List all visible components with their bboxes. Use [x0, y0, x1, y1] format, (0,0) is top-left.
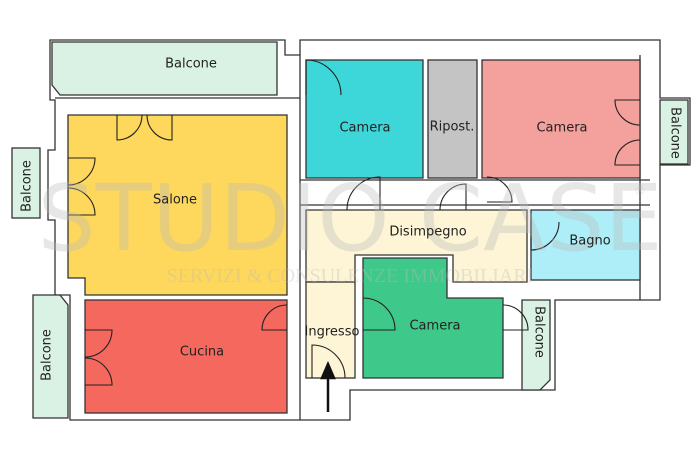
door-icon — [486, 176, 513, 203]
door-icon — [311, 344, 346, 379]
label-balcone-right-bottom: Balcone — [532, 306, 547, 358]
label-balcone-left-bottom: Balcone — [40, 329, 55, 381]
room-camera-teal — [305, 59, 424, 179]
label-ingresso: Ingresso — [305, 325, 360, 340]
door-icon — [305, 59, 342, 96]
door-icon — [362, 297, 396, 331]
doors — [67, 59, 641, 386]
room-balcone-left-bottom — [32, 294, 69, 419]
watermark-tagline: SERVIZI & CONSULENZE IMMOBILIARI — [167, 265, 534, 287]
label-camera-red: Camera — [536, 121, 587, 136]
watermark-brand: STUDIO CASE — [37, 165, 662, 272]
watermark-registered: ® — [634, 184, 646, 198]
room-camera-green — [362, 257, 504, 379]
room-camera-red — [481, 59, 641, 179]
label-cucina: Cucina — [180, 345, 224, 360]
door-icon — [439, 183, 467, 211]
room-ripostiglio — [427, 59, 478, 179]
door-icon — [84, 329, 113, 386]
room-cucina — [84, 299, 288, 414]
room-balcone-right-top — [659, 99, 689, 165]
door-icon — [502, 304, 529, 331]
room-balcone-top — [51, 41, 278, 96]
door-icon — [346, 176, 381, 211]
label-balcone-left-top: Balcone — [20, 160, 35, 212]
inner-wall — [55, 55, 650, 420]
label-bagno: Bagno — [569, 234, 610, 249]
door-icon — [116, 114, 173, 141]
room-balcone-right-bottom — [521, 299, 551, 391]
label-salone: Salone — [153, 193, 197, 208]
room-salone — [67, 114, 288, 296]
door-icon — [261, 304, 288, 331]
label-camera-teal: Camera — [339, 121, 390, 136]
label-balcone-right-top: Balcone — [668, 107, 683, 159]
room-balcone-left-top — [11, 147, 41, 219]
label-ripostiglio: Ripost. — [430, 120, 475, 135]
door-icon — [530, 220, 560, 251]
label-camera-green: Camera — [409, 319, 460, 334]
label-disimpegno: Disimpegno — [389, 225, 466, 240]
door-icon — [614, 99, 641, 166]
label-balcone-top: Balcone — [165, 57, 217, 72]
entrance-arrow-icon — [320, 360, 336, 412]
room-bagno — [530, 209, 641, 281]
door-icon — [67, 157, 96, 216]
